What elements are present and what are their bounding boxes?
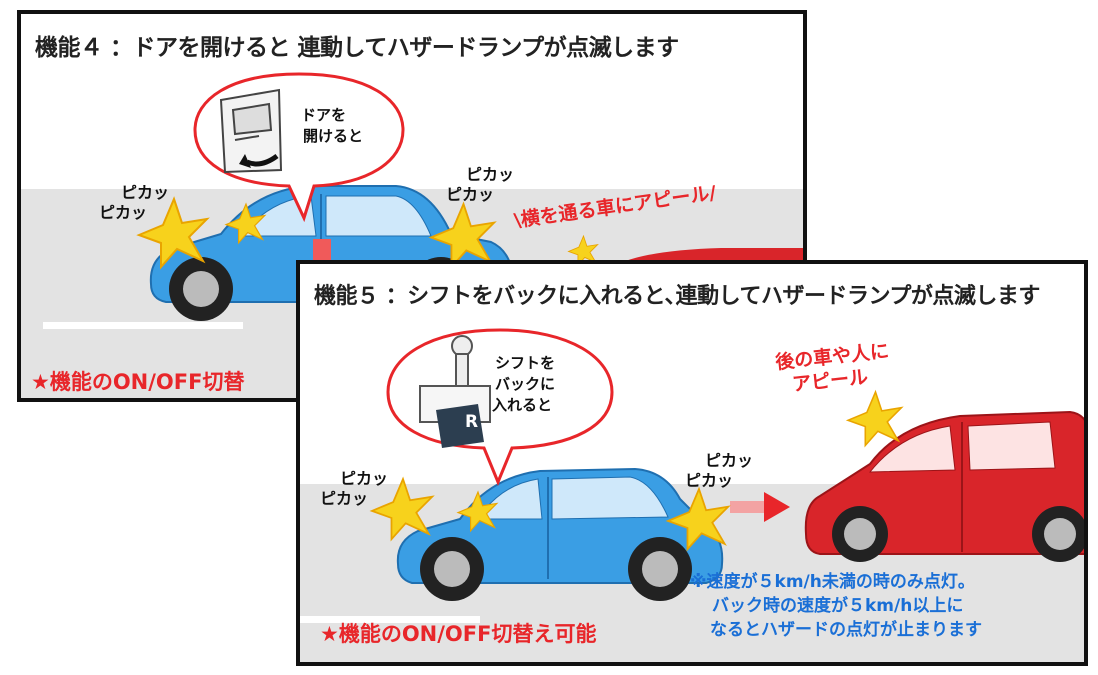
flash-label-right-1: ピカッ: [466, 165, 515, 184]
flash-label-right-1: ピカッ: [705, 451, 754, 470]
onoff-note: ★機能のON/OFF切替え可能: [320, 622, 597, 646]
red-car-illustration: [804, 410, 1084, 562]
hazard-flash-red-car: [845, 389, 904, 448]
flash-label-left-1: ピカッ: [121, 183, 170, 202]
panel4-title: 機能４ ：ドアを開けると 連動してハザードランプが点滅します: [35, 35, 679, 61]
lane-marking: [300, 616, 480, 623]
flash-label-right-2: ピカッ: [446, 185, 495, 204]
hazard-flash-mirror: [224, 202, 267, 245]
hazard-flash-right: [665, 486, 731, 552]
speed-note-line-2: バック時の速度が５km/h以上に: [712, 596, 964, 616]
arrow-right-icon: [730, 492, 790, 522]
bubble-text-line-3: 入れると: [492, 396, 553, 414]
speed-note-line-3: なるとハザードの点灯が止まります: [710, 620, 982, 640]
blue-car-illustration: [396, 467, 724, 601]
flash-label-left-1: ピカッ: [340, 469, 389, 488]
speech-bubble: [193, 72, 405, 223]
bubble-text-line-2: 開けると: [303, 127, 364, 145]
bubble-text-line-2: バックに: [495, 375, 556, 393]
hazard-flash-right: [428, 201, 497, 270]
hazard-flash-mirror: [456, 490, 499, 533]
lane-marking: [43, 322, 243, 329]
speed-note-line-1: ※速度が５km/h未満の時のみ点灯。: [690, 572, 975, 592]
onoff-note: ★機能のON/OFF切替: [31, 370, 245, 394]
panel5-title: 機能５ ：シフトをバックに入れると､連動してハザードランプが点滅します: [314, 284, 1040, 309]
flash-label-left-2: ピカッ: [99, 203, 148, 222]
flash-label-right-2: ピカッ: [685, 471, 734, 490]
flash-label-left-2: ピカッ: [320, 489, 369, 508]
hazard-flash-appeal: [567, 234, 599, 267]
panel-feature-5: 機能５ ：シフトをバックに入れると､連動してハザードランプが点滅します ピカッ: [296, 260, 1088, 666]
bubble-text-line-1: シフトを: [495, 354, 556, 372]
bubble-text-line-1: ドアを: [301, 106, 347, 124]
shift-r-label: R: [465, 412, 479, 432]
hazard-flash-left: [369, 476, 435, 542]
speech-bubble: [386, 328, 614, 486]
hazard-flash-left: [136, 196, 210, 270]
